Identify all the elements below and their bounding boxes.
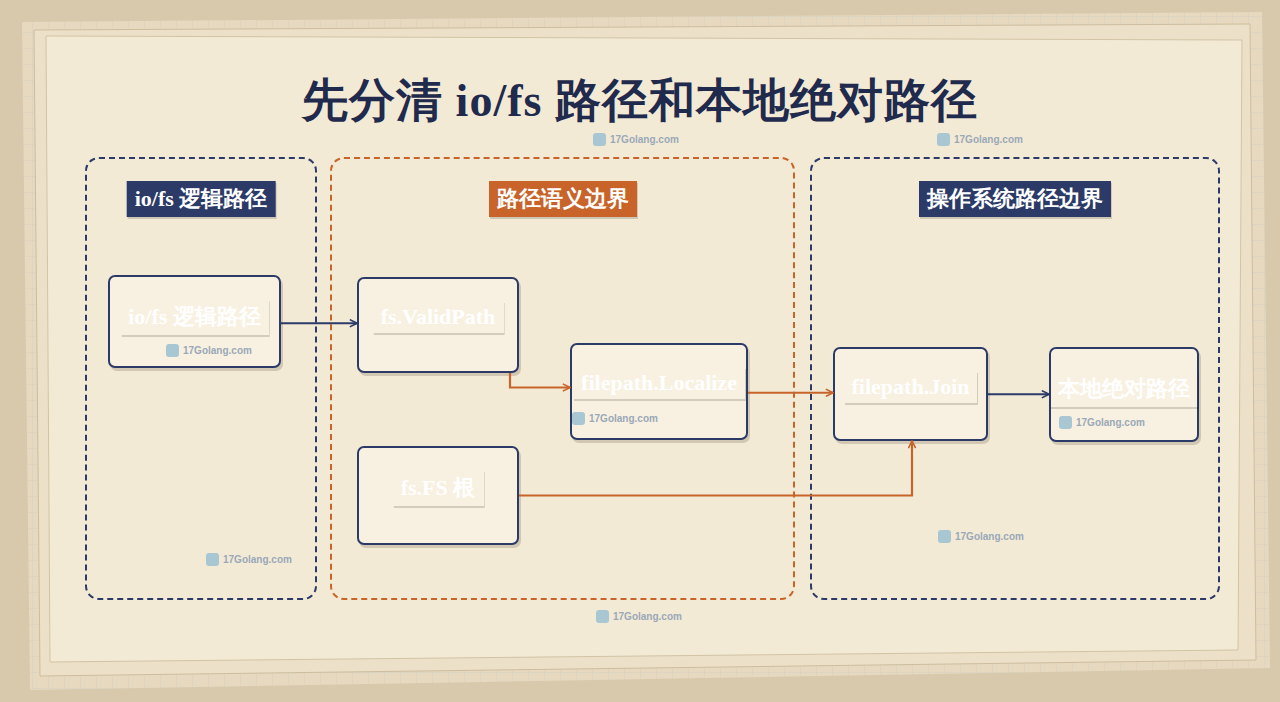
- process-box: filepath.Localize: [570, 343, 748, 440]
- box-label: io/fs 逻辑路径: [120, 299, 269, 335]
- watermark: 17Golang.com: [596, 610, 682, 623]
- boundary-group: io/fs 逻辑路径 io/fs 逻辑路径: [85, 157, 317, 600]
- process-box: fs.FS 根: [357, 446, 519, 545]
- watermark-text: 17Golang.com: [183, 345, 252, 356]
- flow-arrow: [281, 322, 357, 324]
- boundary-group: fs.ValidPath filepath.Localize fs.FS 根 路径语义…: [330, 157, 795, 600]
- group-heading: io/fs 逻辑路径: [127, 181, 276, 217]
- group-heading: 操作系统路径边界: [919, 181, 1111, 217]
- watermark-icon: [206, 553, 219, 566]
- box-label: fs.FS 根: [393, 470, 484, 506]
- front-sheet: [46, 36, 1242, 662]
- watermark-icon: [572, 412, 585, 425]
- watermark: 17Golang.com: [1059, 416, 1145, 429]
- box-label: filepath.Join: [844, 371, 978, 403]
- watermark: 17Golang.com: [937, 133, 1023, 146]
- watermark-icon: [593, 133, 606, 146]
- watermark-icon: [937, 133, 950, 146]
- box-label: filepath.Localize: [573, 367, 745, 399]
- watermark-text: 17Golang.com: [223, 554, 292, 565]
- watermark: 17Golang.com: [206, 553, 292, 566]
- watermark-icon: [938, 530, 951, 543]
- watermark: 17Golang.com: [593, 133, 679, 146]
- flow-arrow: [510, 373, 570, 388]
- watermark-icon: [1059, 416, 1072, 429]
- watermark: 17Golang.com: [166, 344, 252, 357]
- watermark: 17Golang.com: [572, 412, 658, 425]
- watermark-text: 17Golang.com: [589, 413, 658, 424]
- watermark-icon: [596, 610, 609, 623]
- process-box: filepath.Join: [833, 347, 988, 441]
- watermark-icon: [166, 344, 179, 357]
- box-label: 本地绝对路径: [1050, 371, 1198, 407]
- process-box: fs.ValidPath: [357, 277, 519, 373]
- watermark-text: 17Golang.com: [613, 611, 682, 622]
- flow-arrow: [988, 393, 1049, 395]
- watermark-text: 17Golang.com: [610, 134, 679, 145]
- watermark-text: 17Golang.com: [1076, 417, 1145, 428]
- watermark: 17Golang.com: [938, 530, 1024, 543]
- watermark-text: 17Golang.com: [954, 134, 1023, 145]
- watermark-text: 17Golang.com: [955, 531, 1024, 542]
- flow-arrow: [748, 392, 833, 394]
- box-label: fs.ValidPath: [373, 301, 504, 333]
- diagram-title: 先分清 io/fs 路径和本地绝对路径: [0, 70, 1280, 132]
- flow-arrow: [519, 441, 912, 496]
- group-heading: 路径语义边界: [489, 181, 637, 217]
